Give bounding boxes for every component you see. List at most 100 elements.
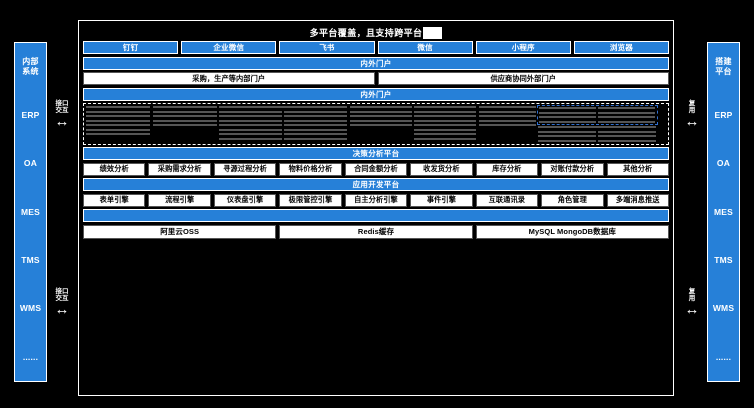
module-item[interactable]: 自动开标 [284, 128, 347, 131]
module-header-outsourcing[interactable]: 外协生产 [598, 107, 655, 109]
module-header-demand[interactable]: 采购需求管理 [152, 106, 217, 108]
left-rail-item-mes[interactable]: MES [20, 206, 41, 217]
tab-miniprogram[interactable]: 小程序 [475, 41, 571, 54]
module-item[interactable]: 价格分析 [219, 128, 282, 131]
left-rail-item-oa[interactable]: OA [23, 158, 38, 169]
appdev-item[interactable]: 自主分析引擎 [344, 193, 408, 207]
module-header-contract[interactable]: 合同管理 [349, 106, 412, 108]
module-item[interactable]: 采购申请审批 [152, 115, 217, 117]
module-item[interactable]: 投诉管理 [598, 135, 656, 137]
module-item[interactable]: 发货进度 [478, 119, 536, 122]
right-rail-item-oa[interactable]: OA [716, 158, 731, 169]
module-item[interactable]: 合同审批管理 [349, 115, 412, 117]
decision-item[interactable]: 合同金额分析 [344, 162, 408, 176]
module-item[interactable]: 线上评标 [284, 124, 347, 126]
module-item[interactable]: 发起采购申请 [152, 110, 217, 113]
module-header-order[interactable]: 订单协同 [414, 106, 476, 108]
module-item[interactable]: 在线询报价 [219, 110, 282, 113]
decision-item[interactable]: 库存分析 [475, 162, 539, 176]
module-item[interactable]: 8D改善报告 [414, 137, 476, 140]
tab-wechat[interactable]: 微信 [377, 41, 473, 54]
right-rail-item-erp[interactable]: ERP [714, 110, 733, 121]
module-item[interactable]: 通知公告 [538, 130, 596, 133]
module-item[interactable]: 对账管理 [539, 111, 596, 114]
infra-item-redis[interactable]: Redis缓存 [279, 224, 473, 239]
appdev-item[interactable]: 仪表盘引擎 [213, 193, 277, 207]
portal-internal[interactable]: 采购，生产等内部门户 [83, 72, 375, 85]
module-item[interactable]: 扫码收货 [478, 124, 536, 126]
module-item[interactable]: 中标通知书 [284, 137, 347, 140]
module-item[interactable]: 线上答疑 [284, 119, 347, 122]
module-item[interactable]: 报名参与 [284, 110, 347, 113]
module-item[interactable]: 线上邀约 [219, 137, 282, 140]
decision-item[interactable]: 物料价格分析 [279, 162, 342, 176]
appdev-item[interactable]: 互联通讯录 [475, 193, 539, 207]
decision-item[interactable]: 采购需求分析 [148, 162, 211, 176]
tab-dingtalk[interactable]: 钉钉 [83, 41, 179, 54]
right-rail-item-tms[interactable]: TMS [714, 254, 733, 265]
module-item[interactable]: 样品管理 [86, 133, 150, 135]
module-item[interactable]: 采购退货单 [414, 133, 476, 135]
tab-wecom[interactable]: 企业微信 [181, 41, 277, 54]
module-item[interactable]: 生产报工 [598, 116, 655, 118]
appdev-item[interactable]: 流程引擎 [148, 193, 211, 207]
module-item[interactable]: 资质管理 [86, 128, 150, 131]
module-item[interactable]: ............ [598, 139, 656, 142]
module-item[interactable]: 绩效管理 [86, 119, 150, 122]
left-rail-item-erp[interactable]: ERP [21, 110, 40, 121]
module-header-supplier[interactable]: 供应商管理 [86, 106, 150, 108]
module-item[interactable]: 订单进度管理 [414, 119, 476, 122]
decision-item[interactable]: 收发货分析 [410, 162, 473, 176]
right-rail-item-mes[interactable]: MES [713, 206, 734, 217]
module-item[interactable]: 开标通知 [284, 133, 347, 135]
module-item[interactable]: 预警提醒 [598, 130, 656, 133]
appdev-item[interactable]: 角色管理 [541, 193, 604, 207]
decision-item[interactable]: 绩效分析 [83, 162, 146, 176]
decision-item[interactable]: 其他分析 [606, 162, 669, 176]
left-rail-item-tms[interactable]: TMS [21, 254, 40, 265]
module-item[interactable]: 线上订单下达 [414, 110, 476, 113]
decision-item[interactable]: 对账付款分析 [541, 162, 604, 176]
module-header-shipping[interactable]: 发收货协同 [478, 106, 536, 108]
selection-highlight-box[interactable]: 财务协同 外协生产 对账管理 发票管理 付款管理 领料管理 [536, 104, 658, 125]
module-item[interactable]: 付款管理 [539, 120, 596, 123]
appdev-item[interactable]: 极限管控引擎 [279, 193, 342, 207]
module-item[interactable]: 发票管理 [539, 116, 596, 118]
module-item[interactable]: 领料管理 [598, 111, 655, 114]
module-item[interactable]: 整改&淘汰 [86, 124, 150, 126]
module-item[interactable]: 线上投标 [284, 115, 347, 117]
module-item[interactable]: 发货通知单 [478, 110, 536, 113]
module-item-custom-extension[interactable]: 自主搭建拓展模块 [538, 126, 656, 128]
decision-item[interactable]: 寻源过程分析 [213, 162, 277, 176]
module-item[interactable]: 供方确认订单 [414, 115, 476, 117]
module-item[interactable]: 质量协同 [414, 124, 476, 126]
module-item[interactable]: 供应商注册 [86, 110, 150, 113]
tab-feishu[interactable]: 飞书 [279, 41, 375, 54]
module-item[interactable]: 自动比价 [219, 119, 282, 122]
module-item[interactable]: 来料检验单 [414, 128, 476, 131]
module-item[interactable]: 发货单打印 [478, 115, 536, 117]
module-item[interactable]: 合同自动生成 [349, 119, 412, 122]
appdev-item[interactable]: 事件引擎 [410, 193, 473, 207]
module-item[interactable]: 核价 [219, 124, 282, 126]
appdev-item[interactable]: 表单引擎 [83, 193, 146, 207]
module-item[interactable]: 外协进度 [598, 120, 655, 123]
module-item[interactable]: 评标条例 [219, 133, 282, 135]
module-header-sourcing[interactable]: 寻源管理 [219, 106, 347, 108]
infra-item-database[interactable]: MySQL MongoDB数据库 [475, 224, 669, 239]
module-item[interactable]: 需求池管理 [152, 119, 217, 122]
module-header-finance[interactable]: 财务协同 [539, 107, 596, 109]
appdev-item[interactable]: 多端消息推送 [606, 193, 669, 207]
module-item[interactable]: 供应商准入 [86, 115, 150, 117]
tab-browser[interactable]: 浏览器 [573, 41, 670, 54]
right-rail-item-wms[interactable]: WMS [712, 303, 735, 314]
module-item[interactable]: 合同进度管理 [349, 124, 412, 126]
portal-external[interactable]: 供应商协同外部门户 [377, 72, 669, 85]
module-item[interactable]: 物流管理 [538, 135, 596, 137]
module-item[interactable]: 需求进度管理 [152, 124, 217, 126]
left-rail-item-wms[interactable]: WMS [19, 303, 42, 314]
module-item[interactable]: 模具管理 [538, 139, 596, 142]
infra-item-oss[interactable]: 阿里云OSS [83, 224, 277, 239]
module-item[interactable]: 合同模板管理 [349, 110, 412, 113]
module-item[interactable]: 比价、竞价 [219, 115, 282, 117]
